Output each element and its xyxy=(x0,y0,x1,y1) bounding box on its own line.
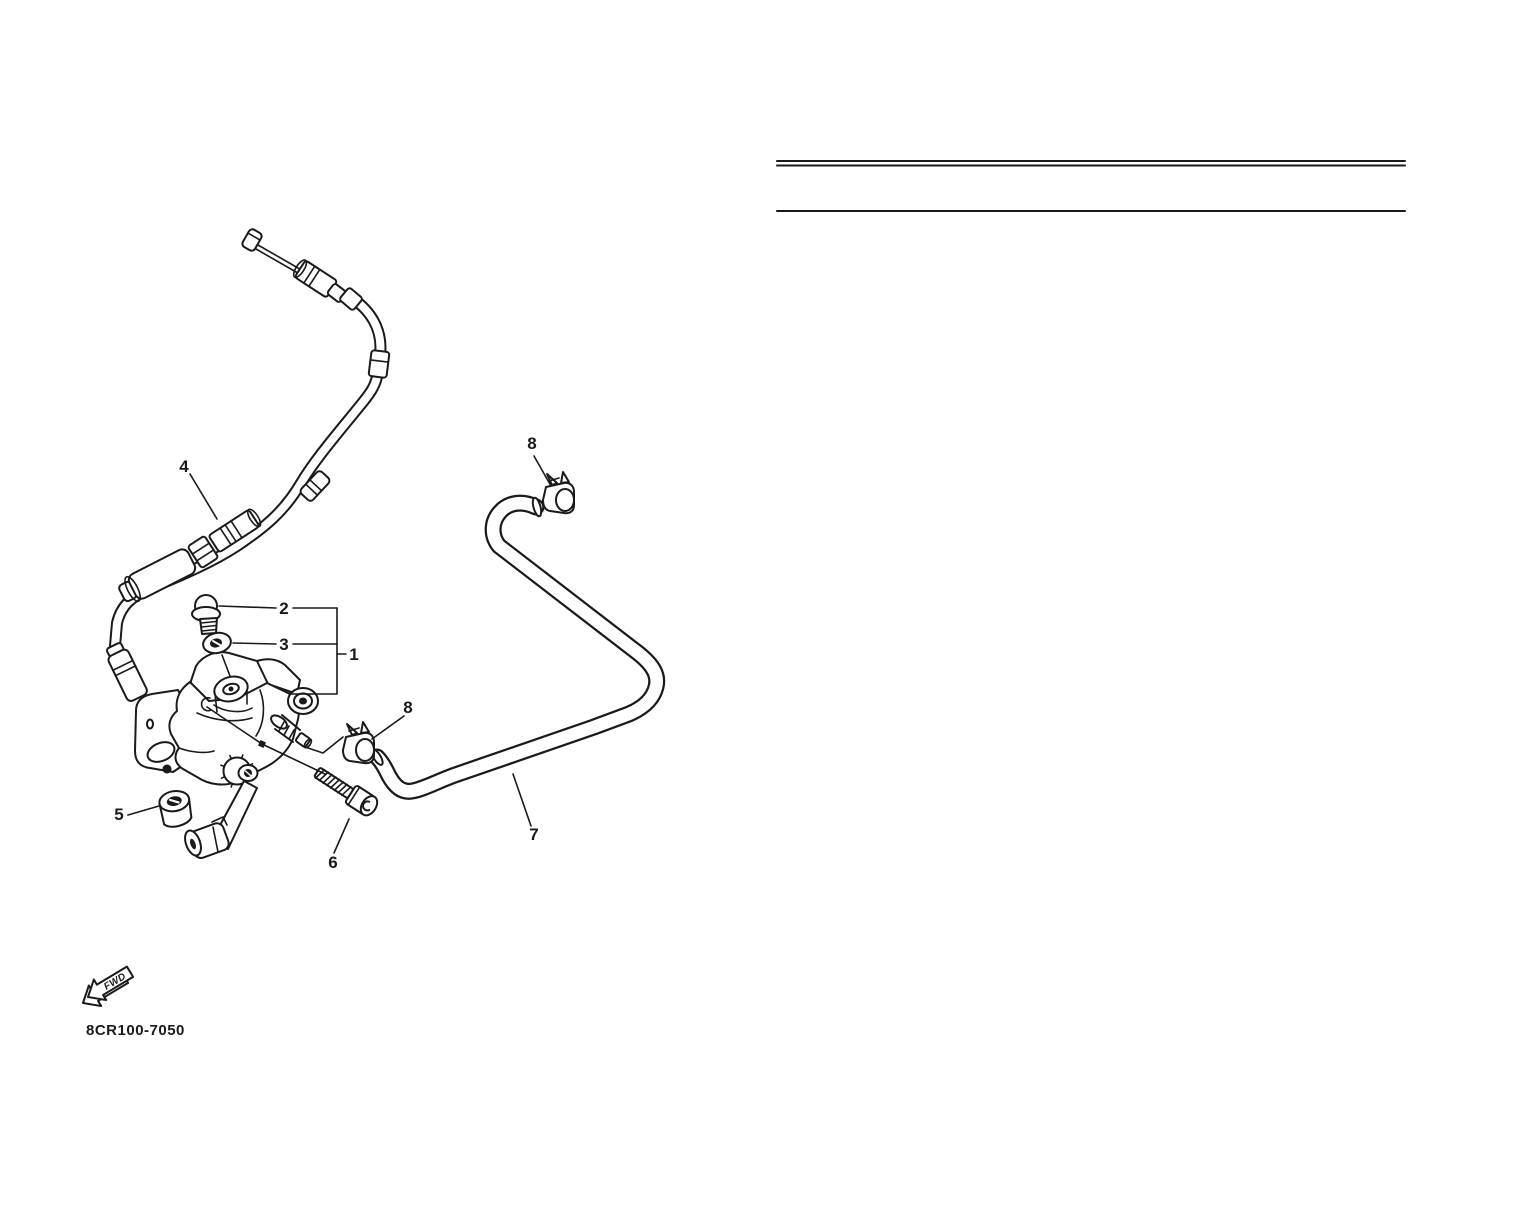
callout-6: 6 xyxy=(328,853,337,872)
knurl-ticks xyxy=(220,754,254,788)
part-5-collar xyxy=(158,789,193,828)
header-rules xyxy=(776,160,1406,212)
callout-2: 2 xyxy=(279,599,288,618)
callout-8-mid: 8 xyxy=(403,698,412,717)
callout-8-top: 8 xyxy=(527,434,536,453)
part-7-hose xyxy=(368,494,666,800)
callout-4: 4 xyxy=(179,457,189,476)
part-code: 8CR100-7050 xyxy=(86,1022,185,1039)
part-2-bolt xyxy=(191,594,221,635)
part-4-cable xyxy=(106,228,391,741)
part-1-pump-assembly xyxy=(134,651,319,859)
callout-5: 5 xyxy=(114,805,123,824)
callout-leaders xyxy=(127,455,552,854)
part-8-clamp-top xyxy=(542,471,575,515)
callout-3: 3 xyxy=(279,635,288,654)
part-3-washer xyxy=(202,631,232,677)
assembly-lines xyxy=(206,706,344,775)
callout-7: 7 xyxy=(529,825,538,844)
callout-1: 1 xyxy=(349,645,358,664)
fwd-arrow-icon: FWD xyxy=(82,965,135,1008)
callout-numbers: 4 2 3 1 8 8 5 6 7 xyxy=(114,434,538,872)
part-8-clamp-mid xyxy=(342,721,375,765)
part-6-bolt xyxy=(313,767,379,817)
fwd-label: FWD xyxy=(102,971,128,993)
